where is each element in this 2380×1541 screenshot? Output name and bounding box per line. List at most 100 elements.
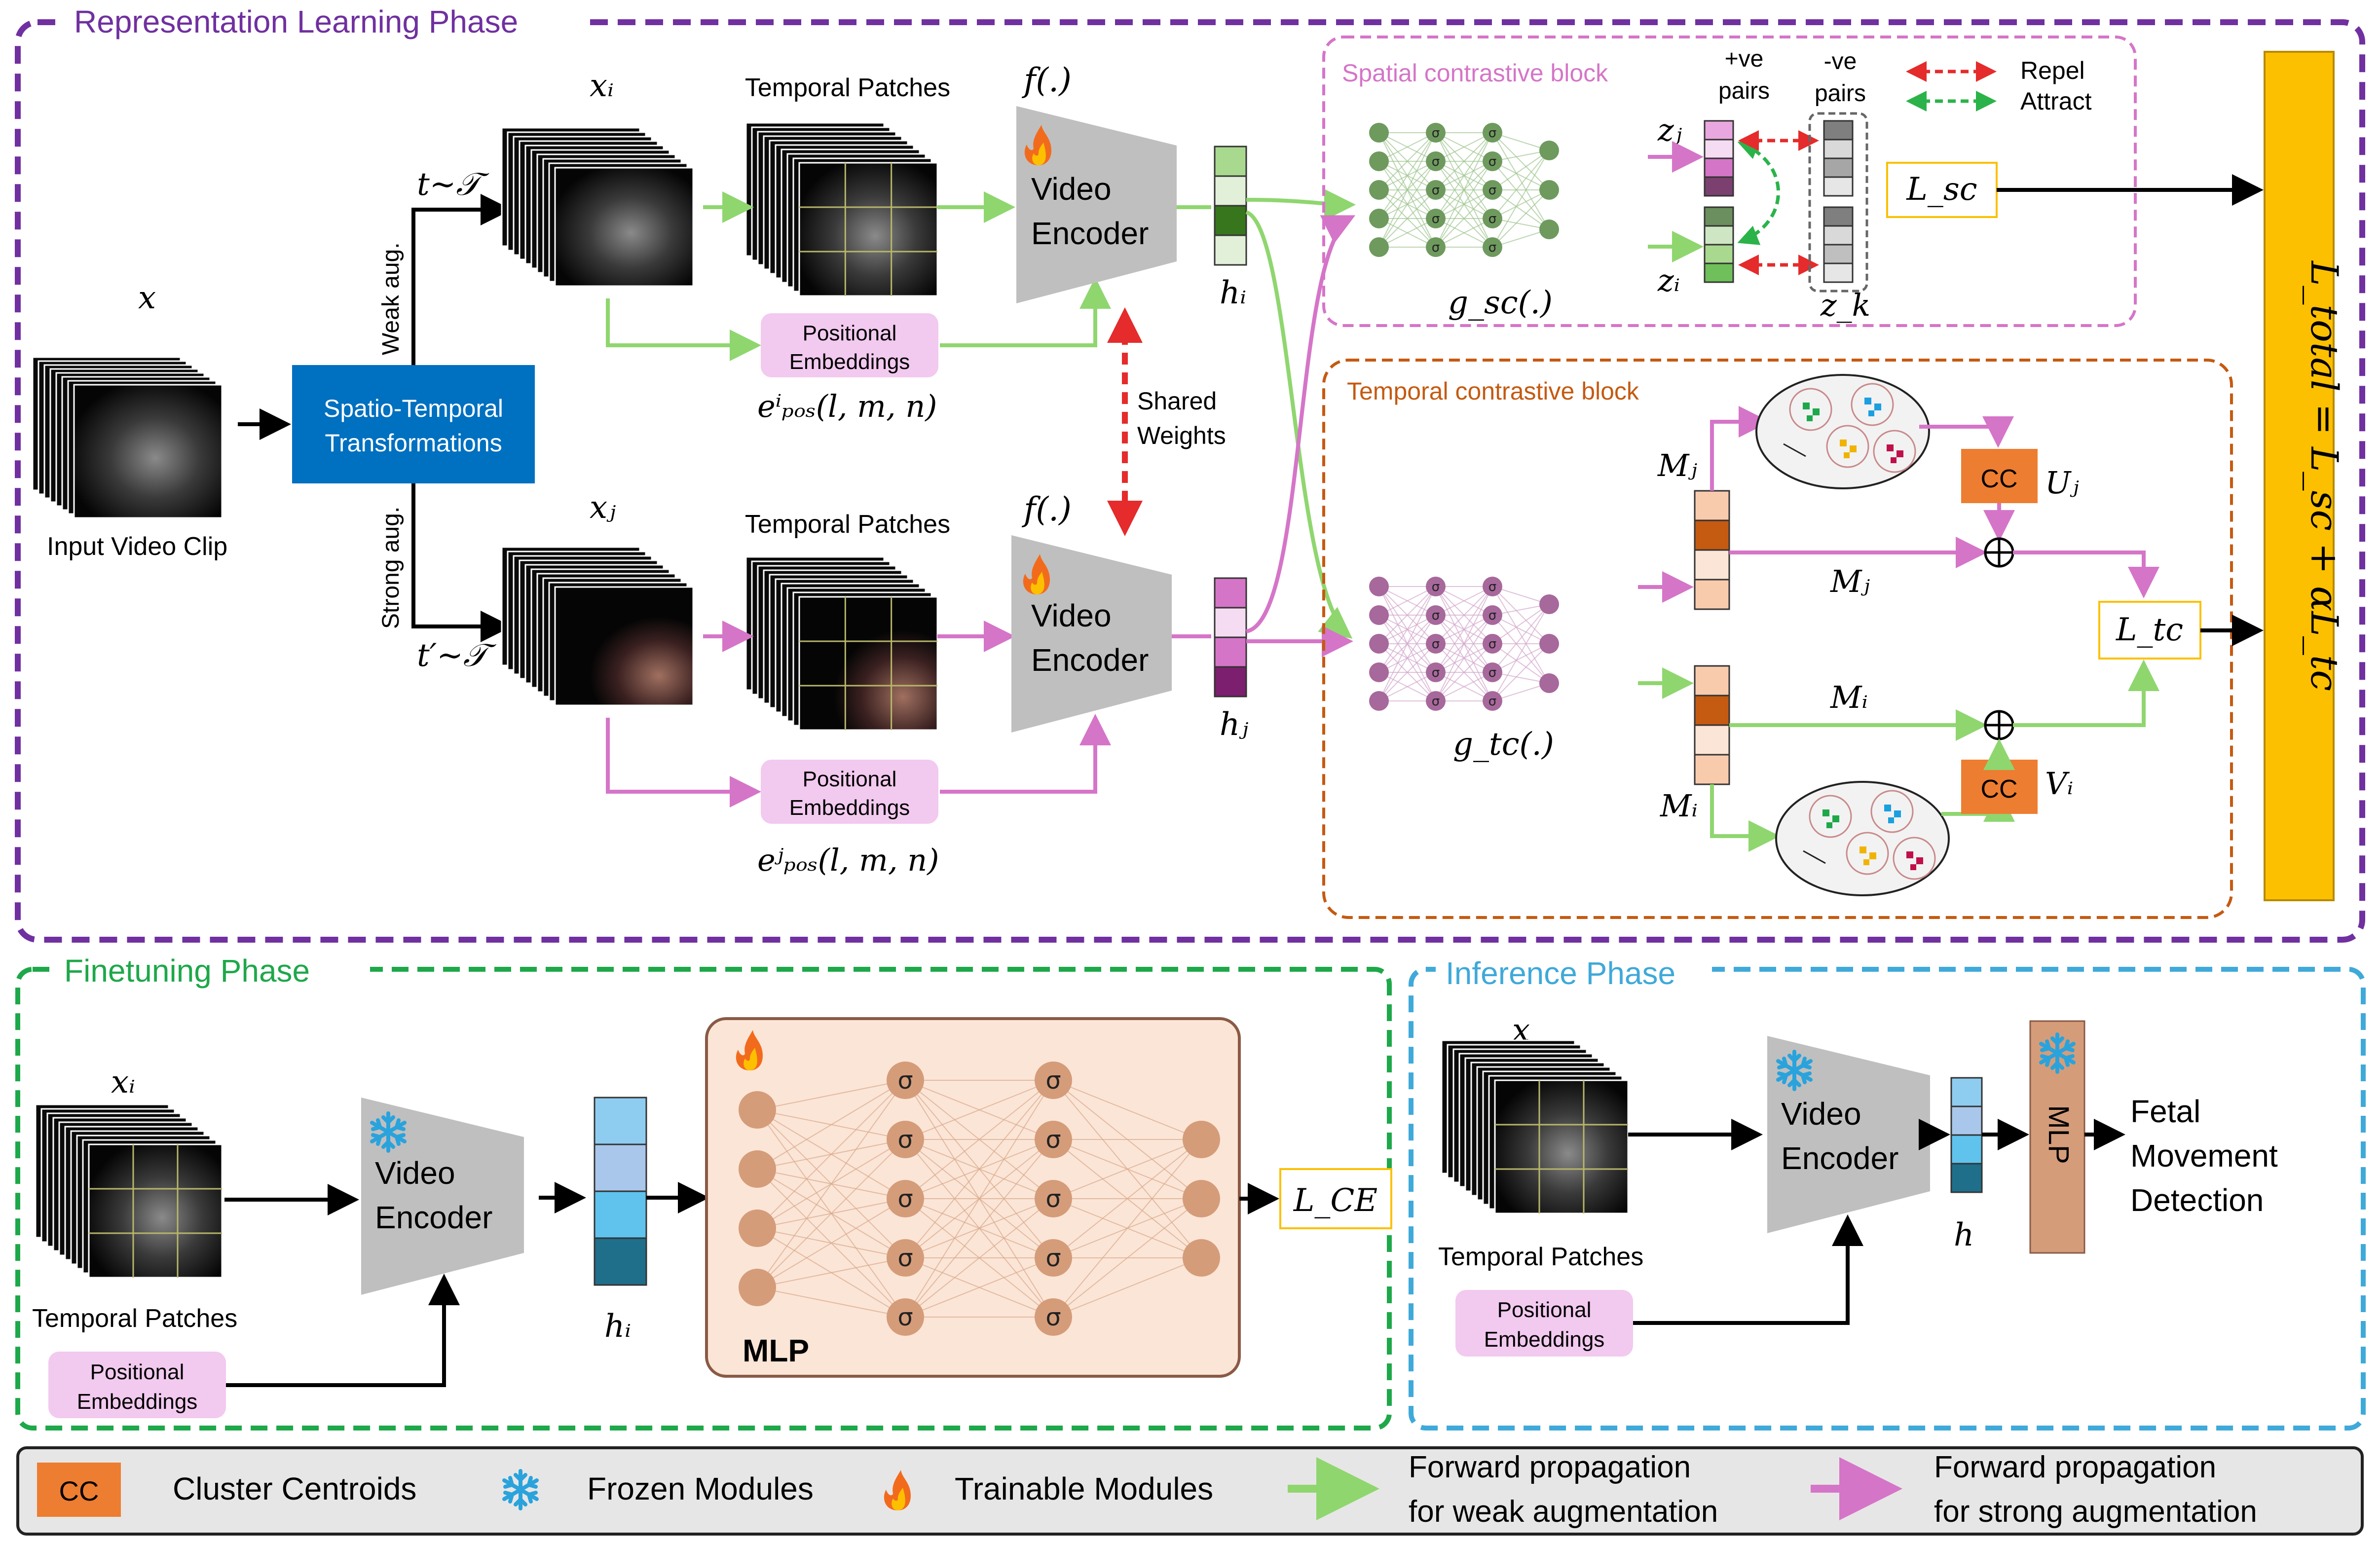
svg-text:σ: σ: [897, 1244, 913, 1272]
encoder-top-line2: Encoder: [1031, 216, 1149, 251]
hi-to-spatial: [1246, 188, 1356, 220]
shared-weights-line1: Shared: [1137, 387, 1217, 415]
svg-text:σ: σ: [1432, 637, 1440, 652]
lce-box: [1279, 1168, 1392, 1229]
spatial-contrastive-block: [1322, 36, 2137, 327]
encoder-f-top: f(.): [1021, 61, 1072, 99]
inference-patches-label: Temporal Patches: [1438, 1243, 1643, 1271]
svg-text:σ: σ: [897, 1125, 913, 1154]
weak-view-clip: [501, 127, 694, 287]
svg-text:σ: σ: [1045, 1244, 1061, 1272]
representation-phase-frame: [15, 19, 2365, 943]
legend-trainable-label: Trainable Modules: [955, 1471, 1213, 1506]
neg-pairs-line2: pairs: [1815, 80, 1866, 107]
svg-text:σ: σ: [1488, 183, 1496, 198]
finetune-posemb-line1: Positional: [90, 1360, 185, 1384]
inference-h-label: h: [1954, 1217, 1974, 1253]
arrow-Mj-to-clusters: [1710, 406, 1770, 491]
g-sc-label: g_sc(.): [1448, 285, 1553, 321]
finetune-encoder-line2: Encoder: [375, 1200, 492, 1235]
svg-text:σ: σ: [1432, 580, 1440, 594]
strong-branch-line: [411, 483, 512, 642]
posemb-bottom-line1: Positional: [803, 767, 897, 791]
inference-video-encoder: [1767, 1036, 1930, 1233]
finetune-hi-vector: [594, 1097, 647, 1286]
stt-line1: Spatio-Temporal: [324, 395, 503, 422]
finetune-video-encoder: [361, 1098, 524, 1295]
svg-text:σ: σ: [1488, 580, 1496, 594]
neg-pairs-line1: -ve: [1824, 48, 1857, 74]
Mi-bottom-label: Mᵢ: [1660, 788, 1698, 824]
hj-to-spatial: [1246, 215, 1356, 633]
total-loss-label: L_total = L_sc + αL_tc: [2303, 260, 2346, 691]
legend-weak-line2: for weak augmentation: [1409, 1495, 1718, 1529]
zk-group-frame: [1808, 112, 1868, 293]
weak-branch-line: [411, 194, 512, 365]
inference-posemb-line2: Embeddings: [1484, 1327, 1605, 1352]
inference-temporal-patches: [1441, 1039, 1629, 1214]
svg-text:σ: σ: [897, 1303, 913, 1331]
posemb-top-box: [761, 313, 938, 377]
svg-text:σ: σ: [1432, 665, 1440, 680]
arrow-posemb-to-encoder-bottom: [940, 714, 1111, 794]
finetune-mlp-box: [705, 1017, 1241, 1378]
legend-cc-label: Cluster Centroids: [173, 1471, 416, 1506]
clusters-top: [1755, 374, 1930, 489]
zj-label: zⱼ: [1657, 112, 1682, 148]
posemb-bottom-box: [761, 760, 938, 824]
clusters-bottom: [1775, 781, 1950, 896]
arrow-xj-to-posemb: [606, 718, 761, 807]
inference-encoder-line1: Video: [1781, 1096, 1861, 1132]
svg-text:σ: σ: [1488, 665, 1496, 680]
arrow-oplus-to-ltc-top: [2013, 550, 2159, 598]
total-loss-bar: [2264, 51, 2335, 901]
legend-strong-line2: for strong augmentation: [1934, 1495, 2257, 1529]
cc-bottom-label: CC: [1980, 775, 2017, 804]
zk-vectors: [1823, 120, 1854, 283]
weak-aug-label: Weak aug.: [378, 242, 404, 355]
legend-attract-label: Attract: [2020, 87, 2092, 115]
temporal-patches-top-label: Temporal Patches: [745, 73, 950, 102]
svg-text:σ: σ: [897, 1066, 913, 1095]
finetune-patches-label: Temporal Patches: [32, 1304, 237, 1333]
stt-line2: Transformations: [325, 429, 502, 457]
input-x-label: x: [138, 280, 156, 316]
posemb-ej-label: eʲₚₒₛ(l, m, n): [757, 842, 939, 878]
svg-text:σ: σ: [1432, 154, 1440, 169]
inference-phase-title: Inference Phase: [1446, 955, 1675, 991]
encoder-bottom-line2: Encoder: [1031, 642, 1149, 678]
svg-text:σ: σ: [897, 1184, 913, 1213]
finetune-xi-label: xᵢ: [111, 1064, 135, 1101]
Uj-label: Uⱼ: [2045, 465, 2079, 501]
hj-vector: [1214, 577, 1247, 697]
Mi-vector: [1694, 665, 1730, 785]
svg-text:σ: σ: [1432, 212, 1440, 226]
cc-box-top: [1961, 449, 2038, 503]
Mj-top-label: Mⱼ: [1657, 447, 1697, 483]
g-tc-label: g_tc(.): [1453, 726, 1554, 763]
finetune-hi-label: hᵢ: [604, 1308, 631, 1345]
shared-weights-line2: Weights: [1137, 422, 1226, 449]
zk-label: z_k: [1820, 287, 1870, 323]
finetune-mlp-label: MLP: [743, 1333, 809, 1368]
encoder-top-line1: Video: [1031, 171, 1112, 207]
Vi-label: Vᵢ: [2045, 766, 2073, 802]
inference-h-vector: [1950, 1077, 1983, 1193]
inference-phase-frame: [1409, 967, 2366, 1431]
lsc-label: L_sc: [1906, 171, 1977, 208]
temporal-contrastive-block: [1322, 359, 2233, 919]
posemb-top-line2: Embeddings: [789, 350, 910, 374]
attract-curve: [1737, 140, 1780, 245]
posemb-top-line1: Positional: [803, 321, 897, 345]
t-weak-label: t∼𝒯: [417, 166, 489, 203]
svg-text:σ: σ: [1488, 212, 1496, 226]
inference-encoder-line2: Encoder: [1781, 1140, 1898, 1176]
hi-label: hᵢ: [1220, 275, 1246, 311]
svg-text:σ: σ: [1488, 154, 1496, 169]
pos-pairs-line1: +ve: [1725, 46, 1764, 72]
legend-strong-line1: Forward propagation: [1934, 1450, 2216, 1484]
view-xi-label: xᵢ: [590, 68, 614, 104]
legend-weak-line1: Forward propagation: [1409, 1450, 1691, 1484]
